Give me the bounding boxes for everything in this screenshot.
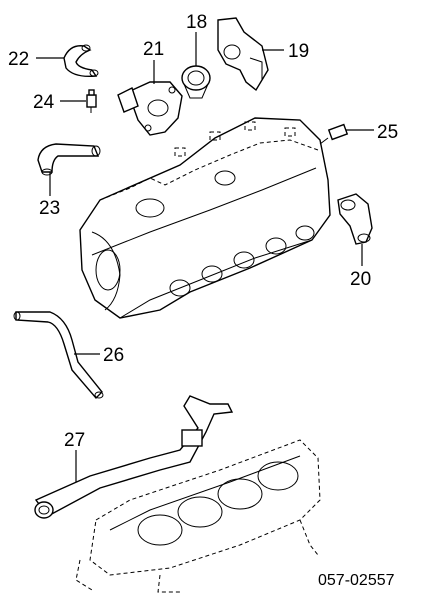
callout-20: 20	[350, 269, 371, 290]
reference-code: 057-02557	[318, 572, 395, 589]
water-inlet-part-20	[337, 193, 373, 245]
callout-23: 23	[39, 198, 60, 219]
callout-22: 22	[8, 49, 29, 70]
cylinder-block	[75, 439, 321, 593]
callout-18: 18	[186, 12, 207, 33]
callout-21: 21	[143, 39, 164, 60]
hose-part-23	[37, 143, 101, 176]
outlet-housing-part-19	[217, 17, 269, 92]
callout-19: 19	[288, 41, 309, 62]
hose-part-22	[63, 44, 99, 78]
callout-24: 24	[33, 92, 55, 113]
callout-25: 25	[377, 122, 398, 143]
water-pipe-part-27	[34, 395, 234, 519]
callout-27: 27	[64, 430, 85, 451]
thermostat-housing-part-21	[117, 81, 183, 136]
temp-sender-part-25	[319, 123, 349, 145]
cylinder-head	[79, 117, 331, 319]
sensor-part-24	[86, 89, 97, 113]
thermostat-part-18	[181, 65, 211, 99]
heater-pipe-part-26	[13, 311, 104, 400]
callout-26: 26	[103, 345, 124, 366]
